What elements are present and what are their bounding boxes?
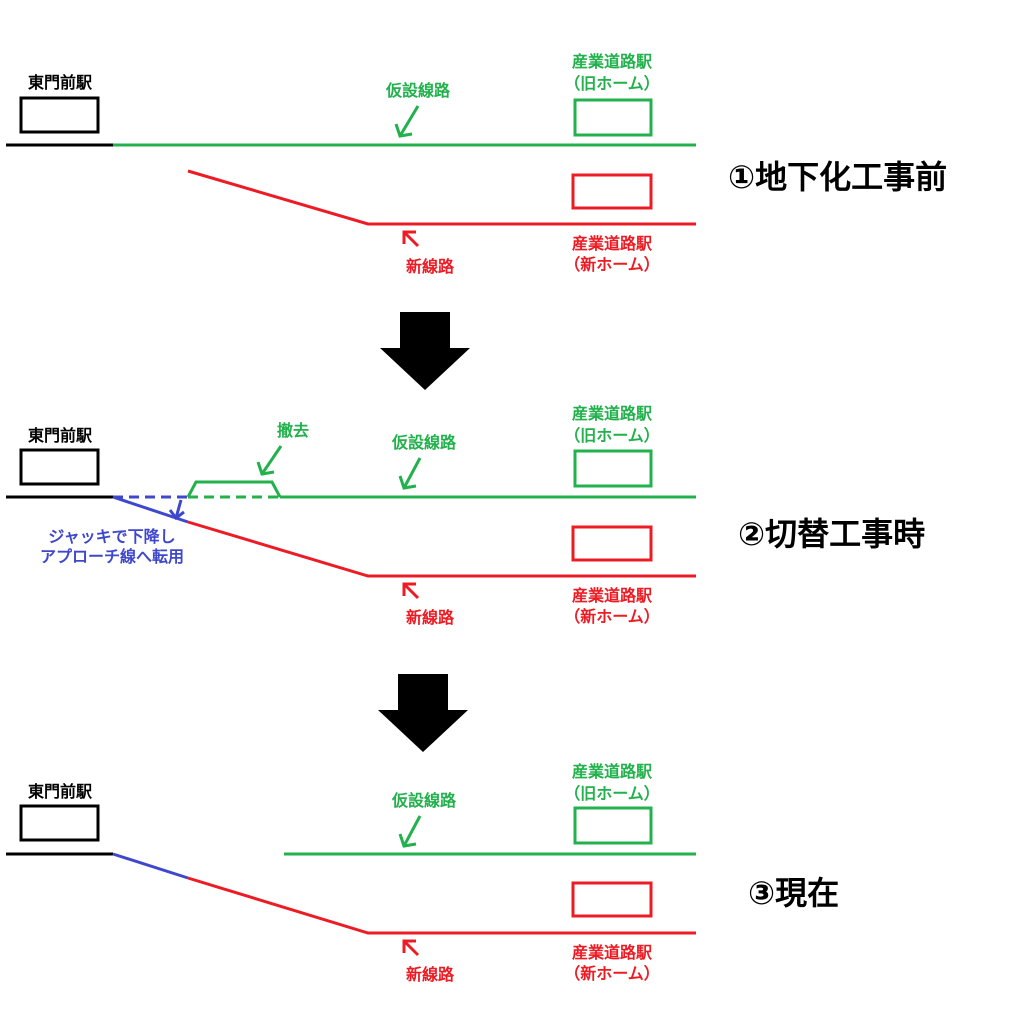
new-line-pointer-arrow-icon: [402, 582, 420, 600]
higashimon-station-platform: [19, 448, 100, 486]
jack-lowering-arrow-icon: [168, 499, 185, 521]
new-line-pointer-arrow-icon: [402, 939, 420, 957]
new-line-label: 新線路: [406, 965, 455, 984]
removed-track-segment-bracket: [186, 480, 282, 498]
old-station-label-line2: （旧ホーム）: [564, 426, 660, 445]
down-arrow-icon: [380, 312, 470, 390]
jack-note-line2: アプローチ線へ転用: [40, 547, 184, 566]
new-station-label-line2: （新ホーム）: [564, 964, 660, 983]
jack-note-line1: ジャッキで下降し: [48, 527, 175, 546]
new-platform: [571, 881, 653, 918]
higashimon-station-label: 東門前駅: [28, 73, 93, 92]
temporary-line-pointer-arrow-icon: [398, 815, 422, 848]
new-track: [187, 520, 696, 578]
old-platform: [573, 806, 653, 845]
removal-pointer-arrow-icon: [256, 445, 283, 476]
new-platform: [571, 525, 653, 562]
new-line-pointer-arrow-icon: [402, 230, 420, 248]
panel-current: 東門前駅 仮設線路 産業道路駅 （旧ホーム） 新線路 産業道路駅 （新ホーム） …: [6, 762, 839, 984]
panel-title: ③現在: [748, 874, 839, 912]
old-platform: [573, 449, 653, 488]
new-station-label-line2: （新ホーム）: [564, 255, 660, 274]
new-line-label: 新線路: [406, 608, 455, 627]
temporary-line-label: 仮設線路: [385, 81, 451, 100]
new-line-label: 新線路: [406, 257, 455, 276]
temporary-line-label: 仮設線路: [391, 433, 457, 452]
old-platform: [573, 98, 653, 137]
new-station-label-line1: 産業道路駅: [572, 943, 653, 962]
higashimon-station-platform: [19, 804, 100, 842]
new-station-label-line2: （新ホーム）: [564, 607, 660, 626]
new-platform: [571, 173, 653, 210]
panel-before-construction: 東門前駅 仮設線路 産業道路駅 （旧ホーム） 新線路 産業道路駅 （新ホーム） …: [6, 52, 947, 276]
new-track: [187, 876, 696, 935]
temporary-line-pointer-arrow-icon: [394, 105, 420, 138]
new-station-label-line1: 産業道路駅: [572, 586, 653, 605]
old-station-label-line1: 産業道路駅: [572, 52, 653, 71]
panel-title: ②切替工事時: [738, 515, 925, 553]
higashimon-station-platform: [19, 96, 100, 134]
temporary-line-pointer-arrow-icon: [398, 457, 422, 490]
old-station-label-line2: （旧ホーム）: [564, 74, 660, 93]
new-station-label-line1: 産業道路駅: [572, 234, 653, 253]
temporary-line-label: 仮設線路: [391, 791, 457, 810]
higashimon-station-label: 東門前駅: [28, 782, 93, 801]
down-arrow-icon: [378, 674, 468, 752]
new-track: [187, 169, 696, 226]
old-station-label-line2: （旧ホーム）: [564, 784, 660, 803]
old-station-label-line1: 産業道路駅: [572, 762, 653, 781]
panel-title: ①地下化工事前: [728, 158, 947, 196]
old-station-label-line1: 産業道路駅: [572, 404, 653, 423]
removal-label: 撤去: [277, 421, 309, 440]
higashimon-station-label: 東門前駅: [28, 426, 93, 445]
panel-switchover-construction: 東門前駅 撤去 仮設線路 産業道路駅 （旧ホーム） ジャッキで下降し アプローチ…: [6, 404, 925, 627]
approach-track: [112, 852, 189, 880]
